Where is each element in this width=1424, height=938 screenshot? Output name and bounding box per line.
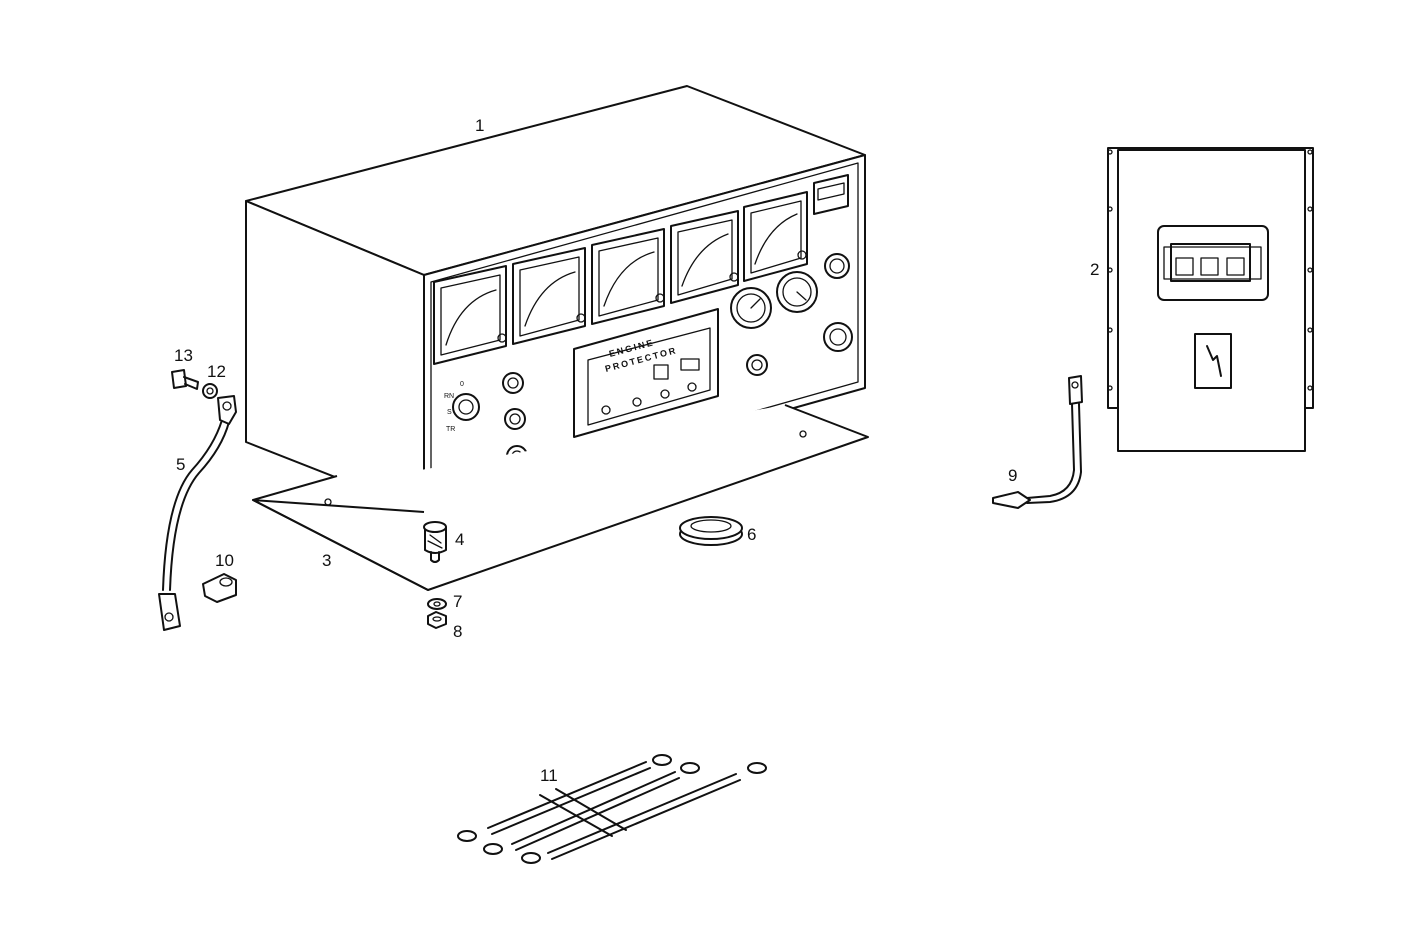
analog-meter-5 <box>743 191 808 282</box>
electrical-box-door <box>1107 147 1314 452</box>
round-gauge-2 <box>776 271 818 313</box>
selector-mark-0: 0 <box>460 381 464 388</box>
battery-cable-set <box>457 754 767 864</box>
indicator-lamp <box>746 354 768 376</box>
rotary-switch <box>824 253 850 279</box>
control-knob-1 <box>502 372 524 394</box>
callout-5: 5 <box>176 455 185 474</box>
analog-meter-3 <box>591 228 665 325</box>
callout-labels: 1 2 3 4 5 6 7 8 9 10 11 12 13 <box>174 116 1099 785</box>
analog-meter-4 <box>670 210 739 304</box>
ground-cable <box>158 395 237 631</box>
analog-meter-2 <box>512 247 586 345</box>
callout-12: 12 <box>207 362 226 381</box>
control-panel-cabinet: ENGINE PROTECTOR 0 RN S TR <box>245 85 866 513</box>
bolt <box>171 369 199 390</box>
callout-4: 4 <box>455 530 464 549</box>
main-breaker <box>1157 225 1269 301</box>
callout-9: 9 <box>1008 466 1017 485</box>
selector-mark-rn: RN <box>444 393 454 400</box>
callout-2: 2 <box>1090 260 1099 279</box>
callout-8: 8 <box>453 622 462 641</box>
control-knob-2 <box>504 408 526 430</box>
washer <box>427 598 447 610</box>
hour-counter <box>813 174 849 215</box>
analog-meter-1 <box>433 265 507 365</box>
nut <box>427 611 447 629</box>
callout-10: 10 <box>215 551 234 570</box>
base-plate <box>252 404 869 591</box>
high-voltage-warning-sign <box>1194 333 1232 389</box>
callout-7: 7 <box>453 592 462 611</box>
round-gauge-1 <box>730 287 772 329</box>
callout-13: 13 <box>174 346 193 365</box>
selector-switch: 0 RN S TR <box>444 381 480 433</box>
callout-6: 6 <box>747 525 756 544</box>
ground-strap <box>992 375 1083 509</box>
key-switch <box>823 322 853 352</box>
callout-11: 11 <box>540 766 558 785</box>
callout-3: 3 <box>322 551 331 570</box>
battery-terminal <box>202 573 237 603</box>
anti-vibration-mount <box>423 521 447 563</box>
selector-mark-s: S <box>447 409 452 416</box>
lock-washer <box>202 383 218 399</box>
selector-mark-tr: TR <box>446 426 455 433</box>
callout-1: 1 <box>475 116 484 135</box>
rubber-grommet <box>679 516 743 546</box>
